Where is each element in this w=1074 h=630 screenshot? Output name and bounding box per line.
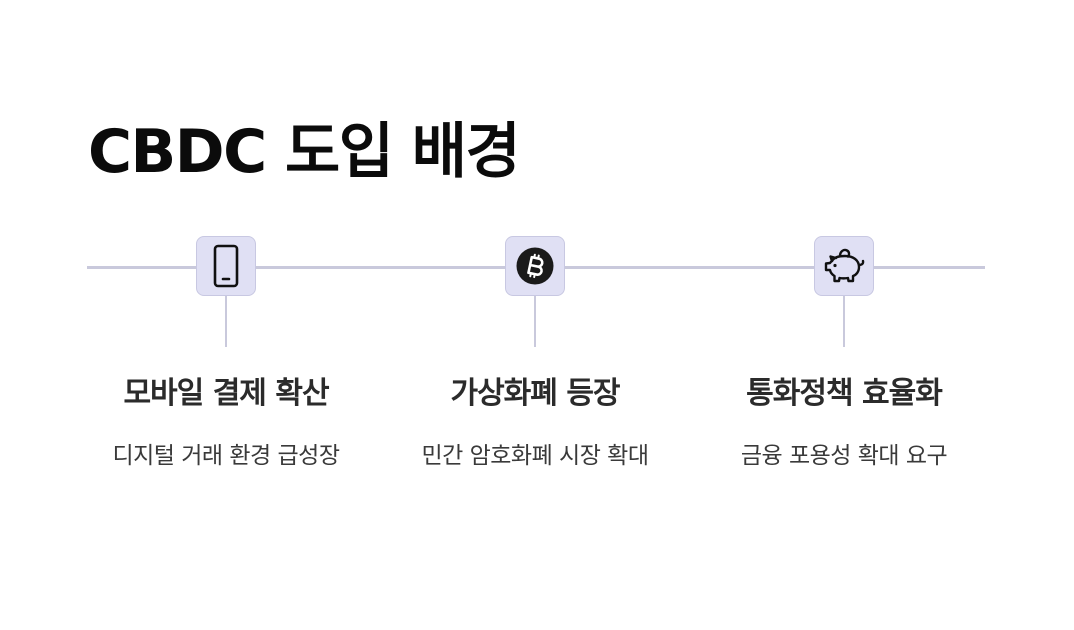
- step-description: 민간 암호화폐 시장 확대: [421, 443, 649, 469]
- timeline-connector: [225, 296, 227, 347]
- timeline-connector: [843, 296, 845, 347]
- step-description: 디지털 거래 환경 급성장: [112, 443, 340, 469]
- step-title: 가상화폐 등장: [450, 376, 620, 411]
- piggy-bank-icon: [824, 248, 865, 283]
- step-title: 모바일 결제 확산: [123, 376, 329, 411]
- piggy-bank-icon-box: [814, 236, 874, 296]
- mobile-phone-icon: [213, 244, 239, 288]
- slide-title: CBDC 도입 배경: [88, 117, 521, 187]
- mobile-phone-icon-box: [196, 236, 256, 296]
- step-title: 통화정책 효율화: [746, 376, 943, 411]
- timeline-connector: [534, 296, 536, 347]
- step-description: 금융 포용성 확대 요구: [740, 443, 948, 469]
- bitcoin-icon-box: [505, 236, 565, 296]
- bitcoin-icon: [516, 247, 554, 285]
